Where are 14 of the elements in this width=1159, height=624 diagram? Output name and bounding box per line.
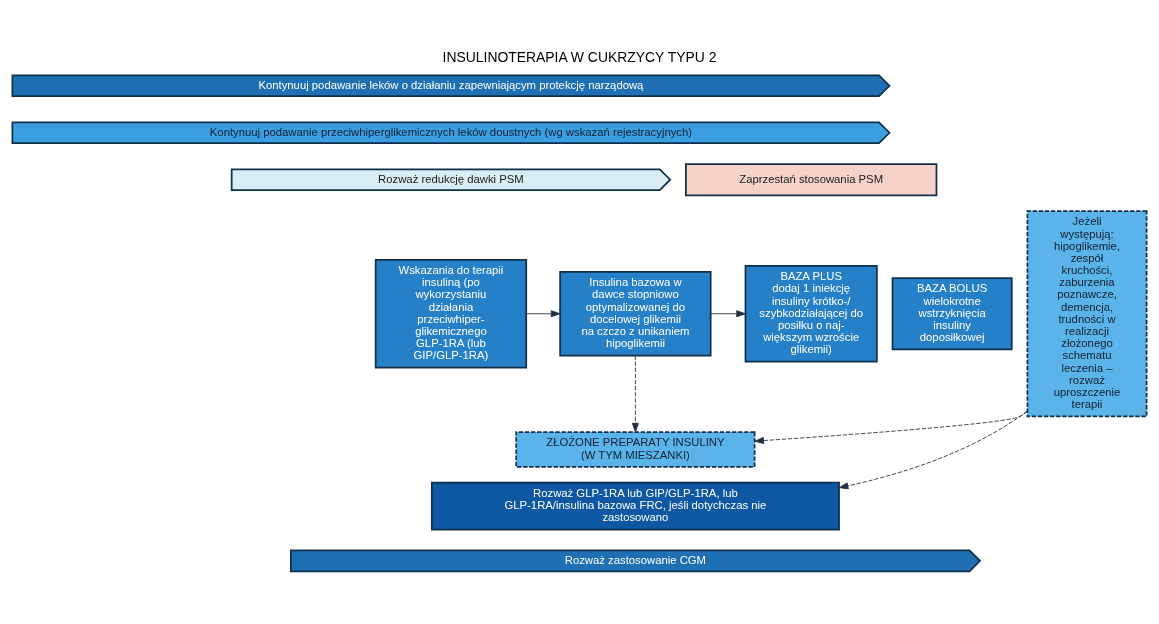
diagram-title: INSULINOTERAPIA W CUKRZYCY TYPU 2 [442, 49, 717, 66]
node-box: Insulina bazowa w dawce stopniowo optymalizowanej do docelowej glikemii na czczo z unikaniem hipoglikemii [559, 271, 712, 357]
node-box: Wskazania do terapii insuliną (po wykorzystaniu działania przeciwhiper- glikemicznego GLP-1RA (lub GIP/GLP-1RA) [374, 258, 528, 369]
node-box: BAZA PLUS dodaj 1 iniekcję insuliny krótko-/ szybkodziałającej do posiłku o naj- większym wzroście glikemii) [744, 265, 878, 363]
arrow [631, 355, 639, 433]
node-box: Zaprzestań stosowania PSM [685, 163, 938, 197]
arrow [838, 410, 1028, 490]
node-box: BAZA BOLUS wielokrotne wstrzyknięcia insuliny doposiłkowej [891, 277, 1013, 351]
node-box: ZŁOŻONE PREPARATY INSULINY (W TYM MIESZANKI) [515, 431, 756, 468]
arrow [710, 310, 746, 318]
node-box: Jeżeli występują: hipoglikemie, zespół kruchości, zaburzenia poznawcze, demencja, trudności w realizacji złożonego schematu leczenia – rozważ uproszczenie terapii [1026, 210, 1148, 418]
node-box: Rozważ GLP-1RA lub GIP/GLP-1RA, lub GLP-1RA/insulina bazowa FRC, jeśli dotychczas nie zastosowano [430, 481, 840, 531]
arrow [754, 411, 1028, 445]
arrow [525, 310, 561, 318]
